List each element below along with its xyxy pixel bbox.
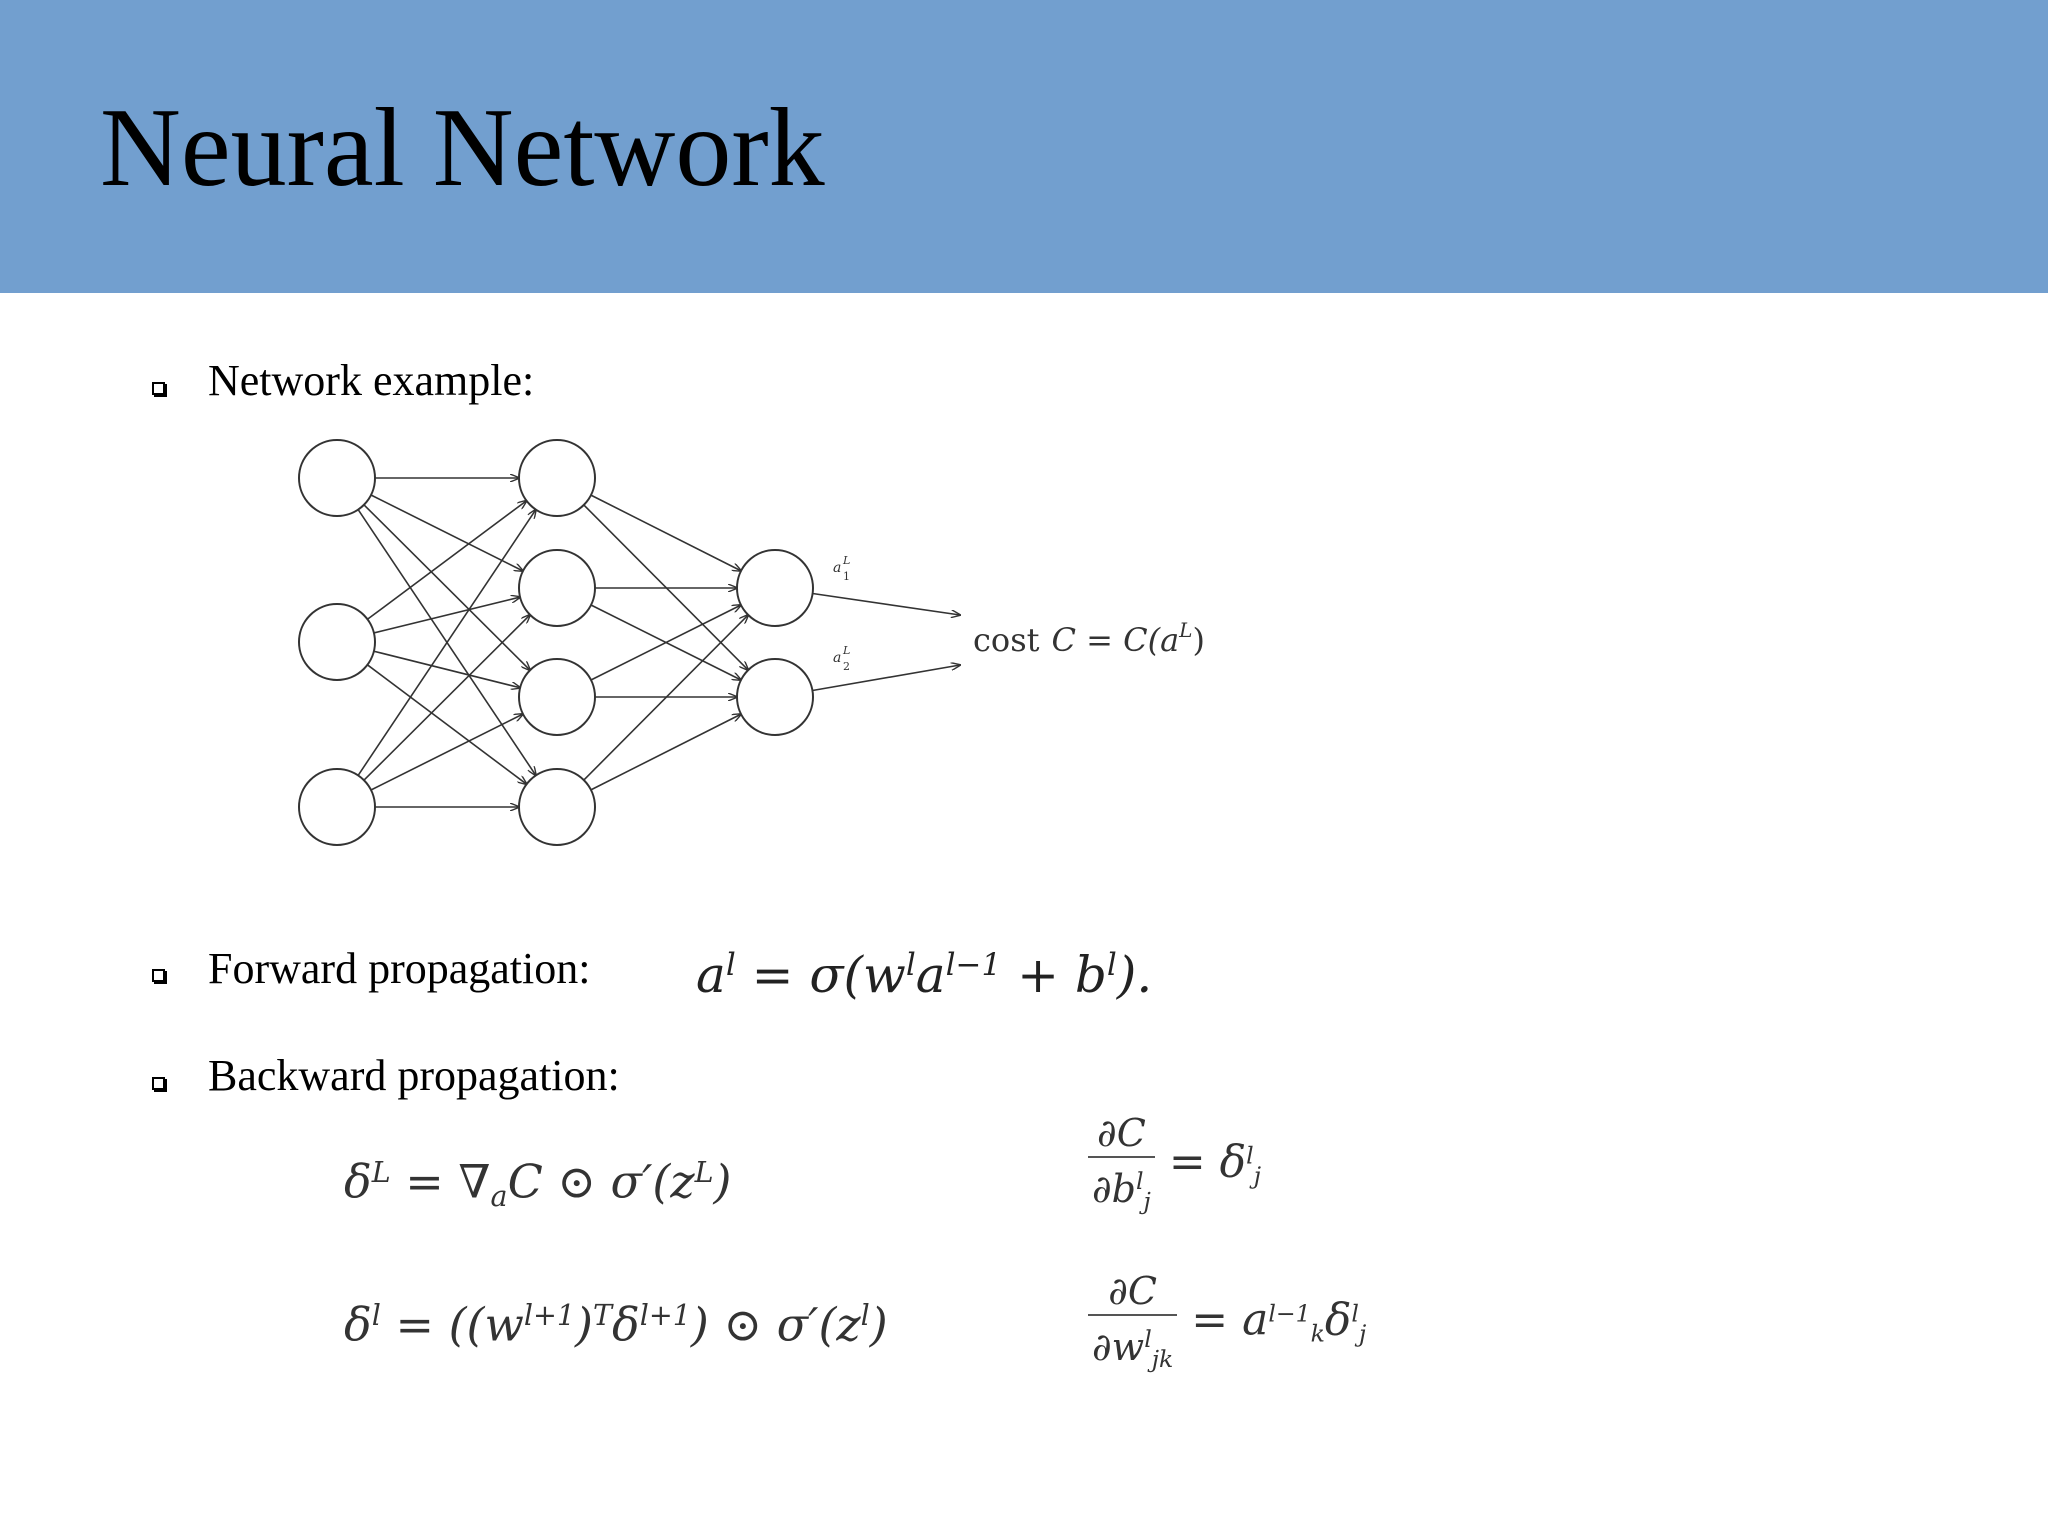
bullet-backward-propagation: Backward propagation:	[208, 1051, 620, 1100]
network-edge	[373, 650, 520, 688]
network-edge	[590, 714, 741, 791]
network-edge	[590, 494, 741, 571]
network-edge	[370, 714, 523, 791]
neuron-layer2-node1	[518, 439, 596, 517]
network-edge	[363, 615, 530, 781]
output-label-1: a L 1	[833, 554, 850, 583]
svg-text:L: L	[842, 554, 850, 567]
network-edge	[370, 494, 523, 571]
neuron-layer1-node3	[298, 768, 376, 846]
bullet-marker	[152, 969, 165, 982]
bullet-network-example: Network example:	[208, 356, 535, 405]
slide-title: Neural Network	[100, 86, 825, 210]
forward-propagation-equation: al = σ(wlal−1 + bl).	[696, 946, 1153, 1005]
network-edge	[583, 615, 748, 781]
output-label-2: a L 2	[833, 644, 850, 673]
bp-equation-bias-gradient: ∂C∂blj = δlj	[1088, 1110, 1261, 1224]
neuron-layer2-node4	[518, 768, 596, 846]
neuron-layer3-node1	[736, 549, 814, 627]
neuron-layer3-node2	[736, 658, 814, 736]
network-edge	[366, 501, 526, 620]
svg-text:2: 2	[843, 660, 850, 673]
bp-equation-weight-gradient: ∂C∂wljk = al−1kδlj	[1088, 1268, 1366, 1382]
bullet-forward-propagation: Forward propagation:	[208, 944, 591, 993]
network-edge	[363, 504, 530, 670]
bp-equation-layer-error: δl = ((wl+1)Tδl+1) ⊙ σ′(zl)	[344, 1297, 888, 1352]
bp-equation-output-error: δL = ∇aC ⊙ σ′(zL)	[344, 1154, 732, 1214]
svg-text:a: a	[833, 650, 841, 666]
neuron-layer1-node1	[298, 439, 376, 517]
svg-text:L: L	[842, 644, 850, 657]
svg-text:a: a	[833, 560, 841, 576]
network-edge	[373, 597, 520, 634]
neuron-layer2-node2	[518, 549, 596, 627]
network-edge	[357, 510, 536, 776]
svg-text:1: 1	[843, 570, 850, 583]
output-arrow	[812, 665, 960, 692]
title-banner	[0, 0, 2048, 293]
neuron-layer1-node2	[298, 603, 376, 681]
neuron-layer2-node3	[518, 658, 596, 736]
bullet-marker	[152, 1077, 165, 1090]
network-edge	[590, 605, 741, 681]
output-arrow	[812, 592, 960, 615]
bullet-marker	[152, 382, 165, 395]
network-edge	[366, 664, 526, 784]
